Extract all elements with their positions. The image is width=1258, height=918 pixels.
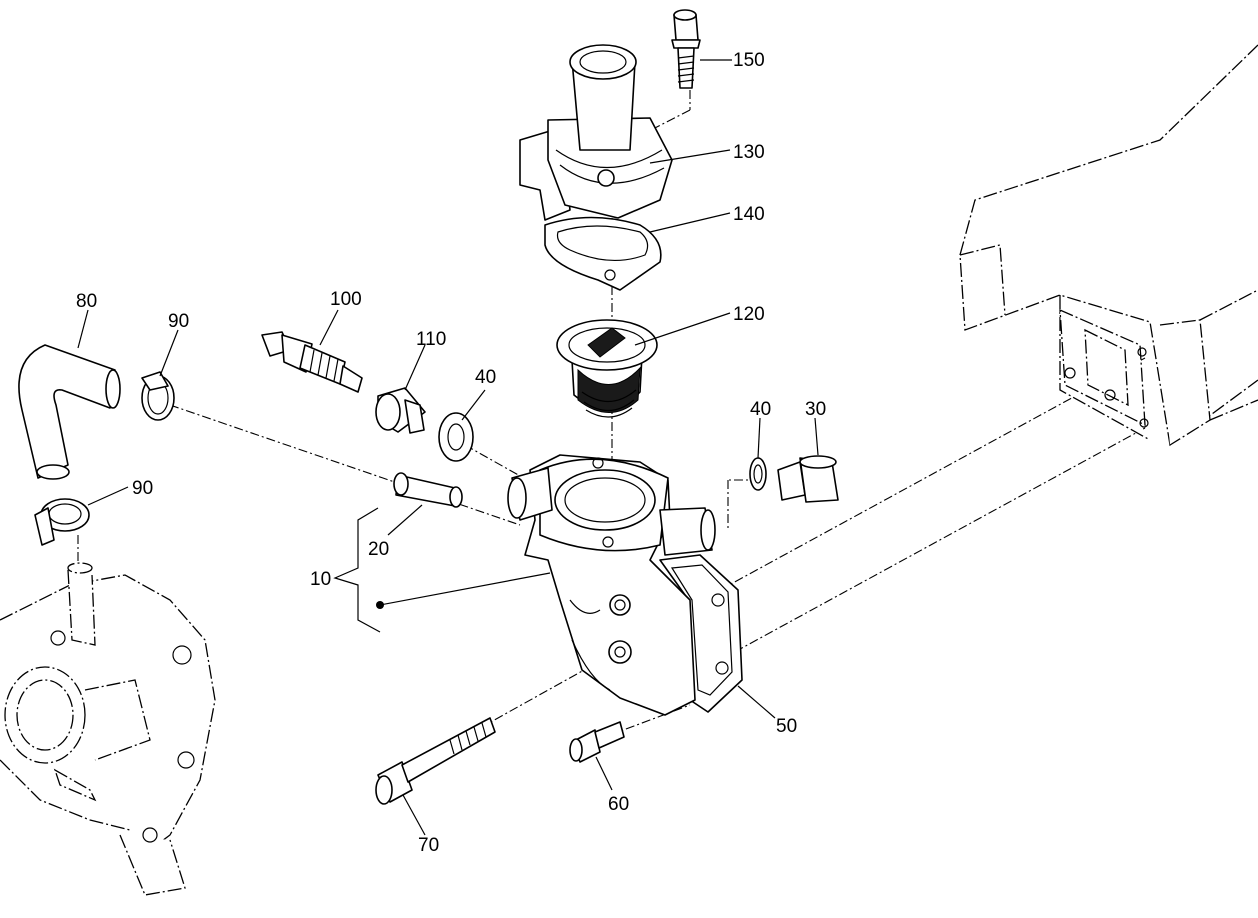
washer-right bbox=[749, 457, 767, 491]
temperature-sender bbox=[261, 331, 363, 393]
callout-50: 50 bbox=[776, 716, 797, 737]
thermostat-gasket bbox=[544, 216, 662, 291]
callout-100: 100 bbox=[330, 289, 362, 310]
short-bolt bbox=[569, 721, 625, 763]
callout-70: 70 bbox=[418, 835, 439, 856]
callout-110: 110 bbox=[416, 329, 446, 350]
bypass-pipe bbox=[393, 472, 463, 508]
callout-labels: 150 130 140 120 100 110 40 40 30 80 90 9… bbox=[76, 50, 826, 856]
washer-left bbox=[438, 412, 474, 462]
callout-90-upper: 90 bbox=[168, 311, 189, 332]
callout-60: 60 bbox=[608, 794, 629, 815]
drain-plug bbox=[777, 455, 839, 503]
callout-130: 130 bbox=[733, 142, 765, 163]
thermostat bbox=[556, 319, 658, 418]
callout-140: 140 bbox=[733, 204, 765, 225]
hose-clamp-upper bbox=[141, 371, 175, 421]
callout-150: 150 bbox=[733, 50, 765, 71]
callout-40-right: 40 bbox=[750, 399, 771, 420]
water-pump-phantom bbox=[0, 562, 216, 896]
callout-90-lower: 90 bbox=[132, 478, 153, 499]
callout-30: 30 bbox=[805, 399, 826, 420]
thermostat-housing bbox=[507, 454, 743, 716]
cover-bolt bbox=[671, 9, 701, 89]
callout-10: 10 bbox=[310, 569, 331, 590]
hose-clamp-lower bbox=[34, 498, 90, 546]
callout-20: 20 bbox=[368, 539, 389, 560]
thermostat-cover bbox=[519, 44, 673, 221]
callout-80: 80 bbox=[76, 291, 97, 312]
long-bolt bbox=[375, 717, 496, 805]
leader-lines bbox=[77, 59, 819, 836]
sender-adapter bbox=[375, 387, 426, 434]
callout-120: 120 bbox=[733, 304, 765, 325]
assembly-bracket bbox=[333, 507, 551, 633]
callout-40-left: 40 bbox=[475, 367, 496, 388]
engine-block-phantom bbox=[959, 44, 1258, 447]
bypass-hose bbox=[18, 344, 121, 480]
